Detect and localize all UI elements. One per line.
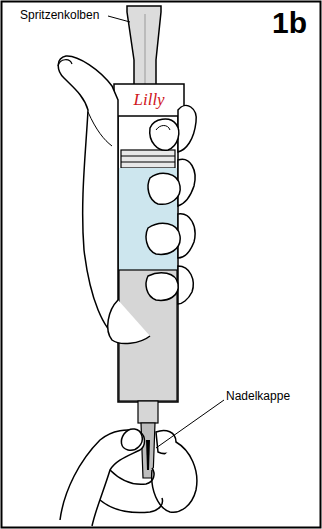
finger <box>100 498 163 513</box>
finger <box>178 106 196 152</box>
cap-shadow <box>146 440 150 470</box>
finger <box>178 159 195 206</box>
finger <box>152 442 197 512</box>
palm <box>108 300 150 343</box>
part-label: Nadelkappe <box>226 390 290 403</box>
leader-line <box>108 16 130 22</box>
finger <box>148 173 180 204</box>
finger <box>146 223 180 254</box>
syringe-barrel <box>118 112 178 402</box>
brand-text: Lilly <box>134 91 165 110</box>
brand-label-band <box>114 84 184 116</box>
thumb <box>121 429 142 450</box>
finger <box>178 266 193 304</box>
leader-line <box>156 400 224 448</box>
needle-hub <box>138 401 158 423</box>
stopper-ridge <box>121 162 175 163</box>
fingernail <box>58 60 72 66</box>
part-label: Spritzenkolben <box>20 9 99 22</box>
stopper-ridge <box>121 156 175 157</box>
figure-number: 1b <box>272 6 307 39</box>
left-hand <box>58 56 118 338</box>
finger <box>146 273 178 301</box>
finger <box>110 468 154 484</box>
thumb <box>150 119 179 150</box>
hand-crease <box>88 112 112 146</box>
fingernail <box>156 126 170 131</box>
rubber-stopper <box>121 150 175 168</box>
